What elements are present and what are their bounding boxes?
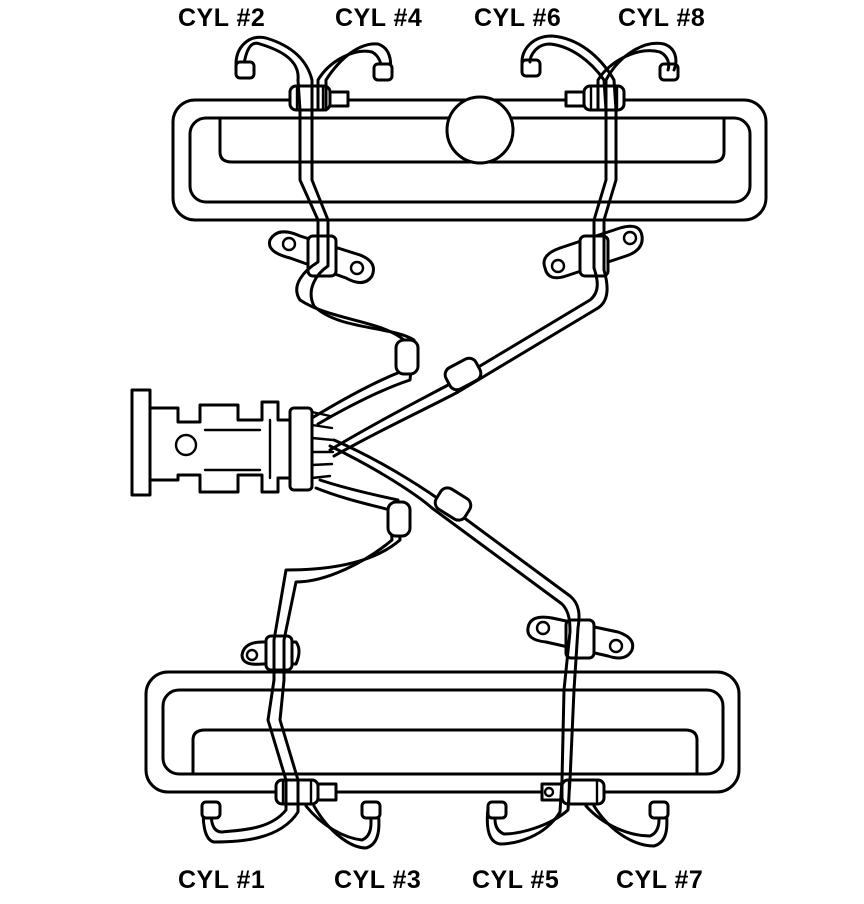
cyl1-nozzle bbox=[200, 800, 222, 820]
label-cyl-7: CYL #7 bbox=[616, 866, 704, 894]
bottom-valve-cover bbox=[144, 670, 741, 794]
line-fitting bbox=[433, 486, 473, 522]
cyl3-nozzle bbox=[360, 800, 382, 820]
label-cyl-2: CYL #2 bbox=[178, 4, 266, 32]
top-valve-cover bbox=[171, 95, 768, 222]
oil-filler-cap bbox=[445, 95, 515, 165]
line-fitting bbox=[443, 356, 483, 392]
injection-pump bbox=[130, 388, 335, 497]
cyl4-nozzle bbox=[372, 62, 394, 82]
label-cyl-4: CYL #4 bbox=[335, 4, 423, 32]
cyl5-nozzle bbox=[486, 800, 508, 820]
cyl2-nozzle bbox=[234, 60, 256, 80]
line-fitting bbox=[386, 500, 412, 538]
cyl7-nozzle bbox=[648, 800, 670, 820]
label-cyl-6: CYL #6 bbox=[474, 4, 562, 32]
fuel-lines bbox=[200, 34, 680, 850]
label-cyl-1: CYL #1 bbox=[178, 866, 266, 894]
line-fitting bbox=[394, 338, 420, 376]
label-cyl-3: CYL #3 bbox=[334, 866, 422, 894]
label-cyl-5: CYL #5 bbox=[472, 866, 560, 894]
label-cyl-8: CYL #8 bbox=[618, 4, 706, 32]
